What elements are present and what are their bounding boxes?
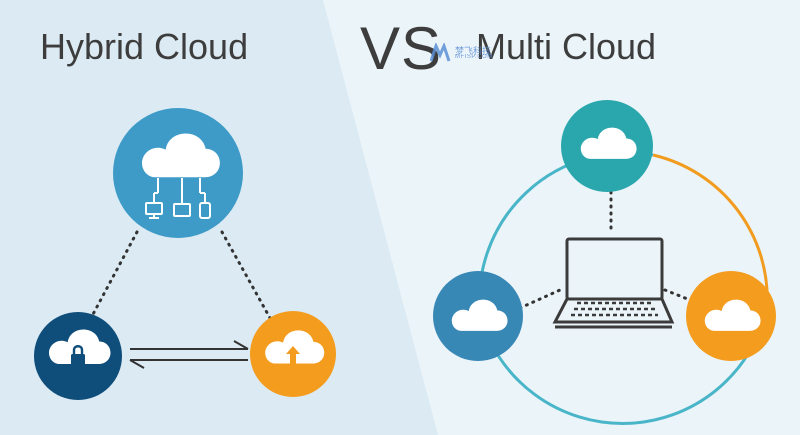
cloud-lock-icon: [34, 312, 122, 400]
dotted-connector: [220, 230, 272, 320]
multi-cloud-title: Multi Cloud: [476, 26, 657, 67]
dotted-connector: [663, 288, 692, 302]
multi-cloud-diagram: [433, 100, 776, 425]
cloud-icon: [433, 271, 523, 361]
dotted-connector: [89, 230, 139, 320]
watermark-text: 梦飞科技: [455, 47, 492, 57]
cloud-network-icon: [113, 108, 243, 238]
hybrid-cloud-diagram: [34, 108, 336, 400]
cloud-icon: [686, 271, 776, 361]
vs-label: VS: [360, 15, 443, 82]
laptop-icon: [552, 237, 675, 329]
ring-segment: [478, 307, 769, 425]
watermark: 梦飞科技 MFISP.COM: [430, 43, 512, 63]
cloud-upload-icon: [250, 311, 336, 397]
ring-segment: [652, 153, 769, 309]
dotted-connector: [518, 288, 562, 310]
exchange-arrows-icon: [129, 340, 249, 369]
cloud-icon: [561, 100, 653, 192]
hybrid-cloud-title: Hybrid Cloud: [40, 26, 249, 67]
watermark-logo-icon: [430, 43, 451, 62]
watermark-subtext: MFISP.COM: [455, 54, 493, 60]
